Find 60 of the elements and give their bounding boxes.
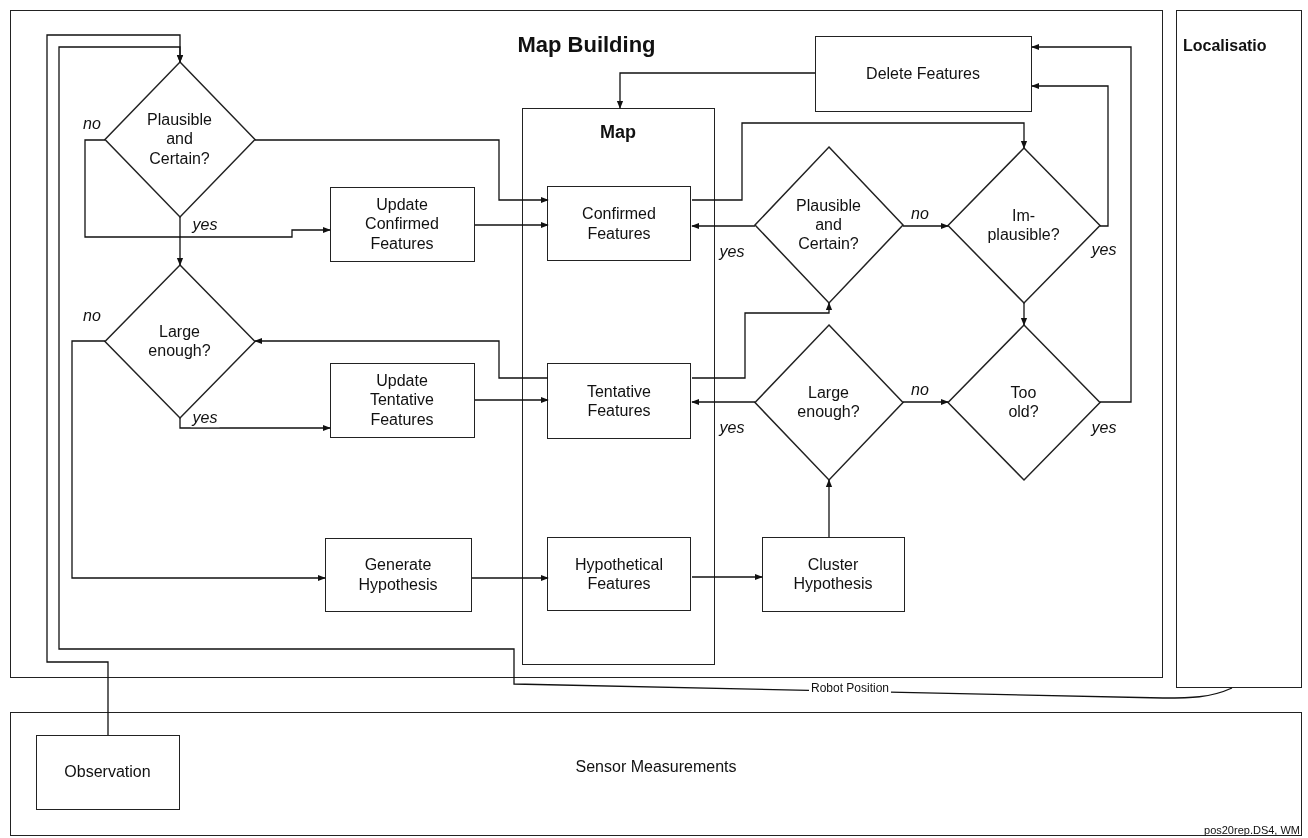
arrow xyxy=(474,221,549,229)
arrow xyxy=(1020,302,1028,326)
arrow xyxy=(691,573,763,581)
panel xyxy=(1176,10,1302,688)
arrow xyxy=(179,216,331,238)
arrow xyxy=(58,46,1233,699)
panel-title: Sensor Measurements xyxy=(575,758,737,776)
process-box xyxy=(547,363,691,439)
decision-label: Large enough? xyxy=(147,321,212,361)
arrow xyxy=(825,479,833,538)
decision-label: Im- plausible? xyxy=(986,205,1061,245)
decision-label: Too old? xyxy=(1007,382,1040,422)
box-label: Update Tentative Features xyxy=(368,371,435,429)
process-box xyxy=(547,537,691,611)
process-box xyxy=(761,536,905,612)
arrow xyxy=(691,302,833,379)
panel xyxy=(10,712,1302,836)
panel-title: Localisatio xyxy=(1183,37,1267,55)
panel-title: Map xyxy=(600,122,636,143)
box-label: Tentative Features xyxy=(585,381,652,421)
decision-diamond xyxy=(754,146,903,303)
box-label: Update Confirmed Features xyxy=(364,195,440,253)
decision-label: Plausible and Certain? xyxy=(795,195,862,254)
arrow xyxy=(1031,43,1132,403)
decision-label: Plausible and Certain? xyxy=(146,110,213,168)
process-box xyxy=(814,35,1032,112)
box-label: Hypothetical Features xyxy=(573,554,664,594)
arrow xyxy=(474,396,549,404)
file-reference-note: pos20rep.DS4, WM xyxy=(1204,824,1300,836)
arrow xyxy=(902,222,949,230)
box-label: Cluster Hypothesis xyxy=(792,554,874,594)
box-label: Confirmed Features xyxy=(581,204,657,243)
arrow xyxy=(179,417,331,432)
decision-label: Large enough? xyxy=(796,382,861,422)
process-box xyxy=(35,734,180,810)
arrow xyxy=(71,340,326,582)
decision-diamond xyxy=(104,61,255,217)
arrow xyxy=(691,222,756,230)
arrow xyxy=(691,398,756,406)
edge-label: Robot Position xyxy=(809,682,891,696)
process-box xyxy=(324,537,472,612)
arrow xyxy=(84,139,184,266)
box-label: Observation xyxy=(64,762,151,782)
process-box xyxy=(547,186,691,261)
decision-diamond xyxy=(754,324,903,480)
arrow xyxy=(1031,82,1109,227)
process-box xyxy=(329,186,475,262)
box-label: Delete Features xyxy=(866,63,980,84)
arrow xyxy=(691,122,1028,201)
arrow xyxy=(46,34,184,736)
panel xyxy=(10,10,1163,678)
arrow xyxy=(471,574,549,582)
arrow xyxy=(254,139,549,204)
arrow xyxy=(254,337,549,379)
box-label: Generate Hypothesis xyxy=(357,555,439,594)
arrow xyxy=(902,398,949,406)
arrow xyxy=(616,72,816,109)
panel xyxy=(521,107,715,665)
process-box xyxy=(329,362,475,438)
panel-title: Map Building xyxy=(517,33,656,58)
